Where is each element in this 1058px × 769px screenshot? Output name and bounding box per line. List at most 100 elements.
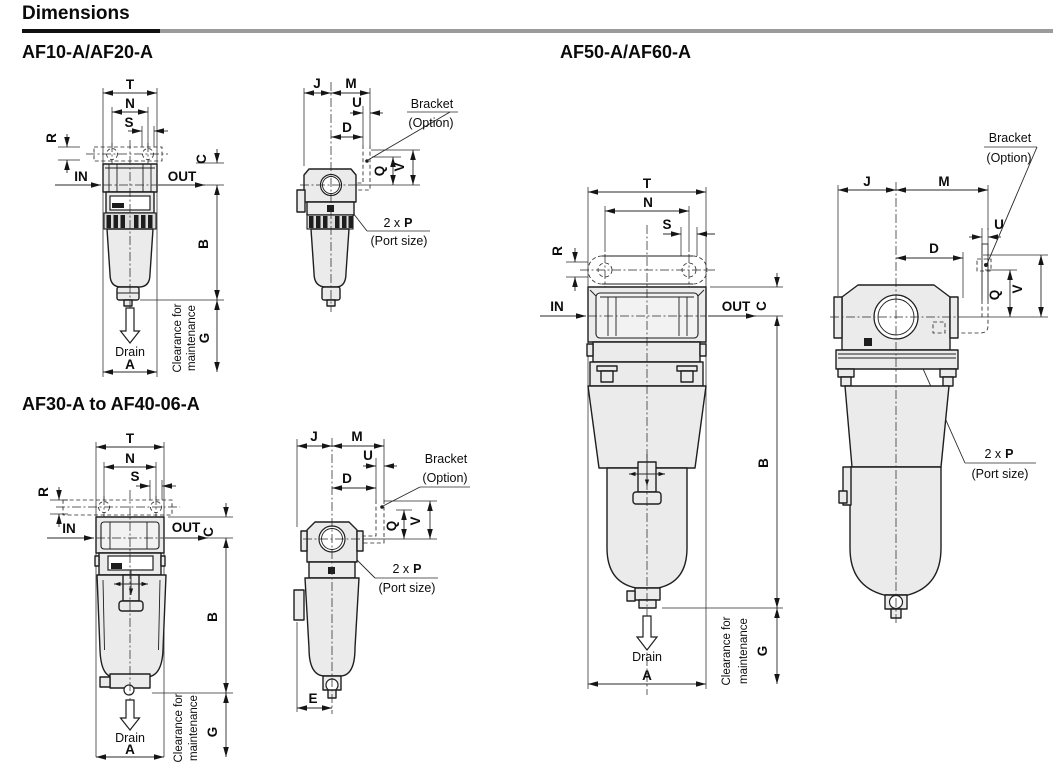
drain-label: Drain <box>632 650 662 664</box>
out-label: OUT <box>172 520 201 535</box>
dim-label-c: C <box>194 154 209 164</box>
drain-label: Drain <box>115 345 145 359</box>
af10-front-labels: T N S R IN OUT C B G Drain A Clearance f… <box>44 77 212 373</box>
af50-shell <box>587 385 707 469</box>
dim-label-a: A <box>642 668 652 683</box>
af30-side-body <box>293 438 364 714</box>
af50-front-body <box>586 225 707 695</box>
af10-front-body <box>102 140 158 308</box>
dim-label-q: Q <box>384 521 399 532</box>
dim-label-d: D <box>929 241 939 256</box>
section-title-af50: AF50-A/AF60-A <box>560 42 692 62</box>
dim-label-r: R <box>36 487 51 497</box>
dim-label-c: C <box>201 527 216 537</box>
drain-label: Drain <box>115 731 145 745</box>
dim-label-r: R <box>44 133 59 143</box>
dim-label-t: T <box>126 77 135 92</box>
af50-front-dimension-lines <box>566 187 783 689</box>
bracket-note-line1: Bracket <box>989 131 1032 145</box>
dim-label-s: S <box>124 115 133 130</box>
dim-label-t: T <box>126 431 135 446</box>
clearance-note-line1: Clearance for <box>721 616 733 685</box>
clearance-note-line2: maintenance <box>738 618 750 684</box>
af30-drain-direction-arrow <box>119 699 141 731</box>
dim-label-a: A <box>125 742 135 757</box>
af10-drain-direction-arrow <box>119 307 141 344</box>
dim-label-s: S <box>130 469 139 484</box>
dim-label-m: M <box>351 429 362 444</box>
dim-label-u: U <box>352 95 362 110</box>
dim-label-e: E <box>308 691 317 706</box>
af50-front-labels: T N S R IN OUT C B G Drain A Clearance f… <box>550 176 771 686</box>
bracket-note-line1: Bracket <box>425 452 468 466</box>
dim-label-n: N <box>643 195 653 210</box>
af30-front-view: T N S R IN OUT C B G Drain A Clearance f… <box>36 431 233 763</box>
section-title-af10: AF10-A/AF20-A <box>22 42 154 62</box>
dim-label-b: B <box>205 612 220 622</box>
dim-label-s: S <box>662 217 671 232</box>
in-label: IN <box>550 299 564 314</box>
section-title-af30: AF30-A to AF40-06-A <box>22 394 200 414</box>
af10-side-bowl <box>310 228 350 288</box>
dim-label-n: N <box>125 96 135 111</box>
af30-front-labels: T N S R IN OUT C B G Drain A Clearance f… <box>36 431 220 763</box>
af50-side-shell <box>844 385 950 468</box>
clearance-note-line2: maintenance <box>186 305 198 371</box>
dim-label-g: G <box>755 646 770 657</box>
dim-label-q: Q <box>987 290 1002 301</box>
title-rule <box>22 29 1053 33</box>
dim-label-m: M <box>938 174 949 189</box>
dim-label-g: G <box>205 727 220 738</box>
out-label: OUT <box>168 169 197 184</box>
af50-side-body <box>830 182 962 625</box>
af50-drain-direction-arrow <box>635 615 659 651</box>
af10-front-view: T N S R IN OUT C B G Drain A Clearance f… <box>44 77 224 377</box>
af30-front-body <box>94 490 167 722</box>
clearance-note-line2: maintenance <box>188 695 200 761</box>
port-size-note: (Port size) <box>379 581 436 595</box>
dim-label-m: M <box>345 76 356 91</box>
bracket-note-line2: (Option) <box>986 151 1031 165</box>
af10-front-dimension-lines <box>58 88 224 377</box>
dim-label-a: A <box>125 357 135 372</box>
dim-label-t: T <box>643 176 652 191</box>
af50-side-bowl <box>849 466 942 596</box>
dim-label-q: Q <box>372 166 387 177</box>
af30-side-bracket <box>360 500 385 544</box>
bracket-note-line1: Bracket <box>411 97 454 111</box>
bracket-note-line2: (Option) <box>422 471 467 485</box>
af50-side-bracket <box>945 243 992 334</box>
af50-drain-valve <box>634 587 661 601</box>
dim-label-u: U <box>994 217 1004 232</box>
af10-side-body <box>296 82 357 312</box>
af30-front-dimension-lines <box>50 442 233 760</box>
clearance-note-line1: Clearance for <box>172 303 184 372</box>
dim-label-d: D <box>342 120 352 135</box>
af50-front-view: T N S R IN OUT C B G Drain A Clearance f… <box>540 176 783 695</box>
af30-front-bracket <box>56 496 180 520</box>
in-label: IN <box>62 521 76 536</box>
port-size-note: (Port size) <box>972 467 1029 481</box>
dim-label-r: R <box>550 246 565 256</box>
clearance-note-line1: Clearance for <box>173 693 185 762</box>
af10-front-bracket <box>86 143 168 167</box>
dim-label-j: J <box>863 174 871 189</box>
dim-label-j: J <box>313 76 321 91</box>
af50-front-bracket <box>580 254 715 288</box>
dim-label-j: J <box>310 429 318 444</box>
in-label: IN <box>74 169 88 184</box>
dim-label-c: C <box>754 301 769 311</box>
af10-drain-cock <box>116 286 140 301</box>
page-title: Dimensions <box>22 3 130 24</box>
dim-label-g: G <box>197 333 212 344</box>
